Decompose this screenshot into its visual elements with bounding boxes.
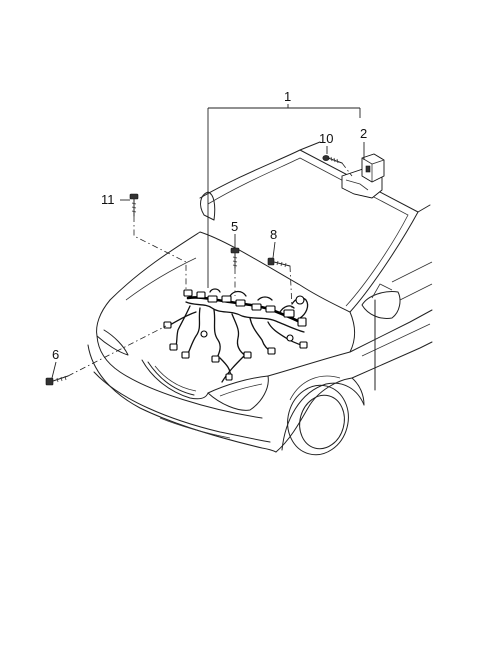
screw-part-10 [322, 155, 343, 164]
bolt-part-5 [230, 247, 240, 269]
relay-bracket-part [341, 153, 385, 199]
vehicle-outline [87, 141, 433, 456]
callout-labels: 1 2 10 11 5 8 6 [52, 89, 367, 362]
callout-8: 8 [270, 227, 277, 242]
callout-2: 2 [360, 126, 367, 141]
engine-wiring-harness [163, 288, 309, 383]
bolt-part-11 [129, 193, 139, 217]
bolt-part-8 [267, 257, 291, 268]
callout-6: 6 [52, 347, 59, 362]
callout-5: 5 [231, 219, 238, 234]
callout-11: 11 [101, 192, 115, 207]
callout-10: 10 [319, 131, 333, 146]
callout-1: 1 [284, 89, 291, 104]
bolt-part-6 [45, 375, 69, 386]
leader-lines [51, 104, 365, 379]
